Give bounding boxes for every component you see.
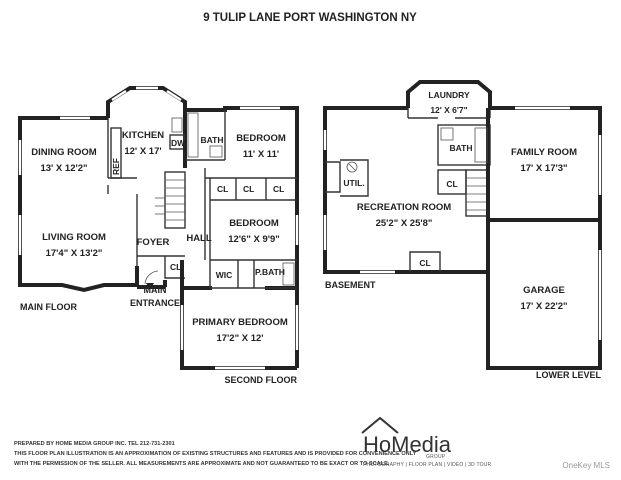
foyer-label: FOYER [137,237,170,248]
dishwasher [169,134,185,150]
disclaimer-line3: WITH THE PERMISSION OF THE SELLER. ALL M… [14,461,390,467]
shower [282,262,295,286]
bedroom1-size: 11' X 11' [243,149,279,160]
water-heater-mark [348,163,356,171]
main-floor-walls [18,86,187,293]
basement-stairs [466,177,488,211]
stove [171,117,183,133]
vanity [209,145,223,158]
laundry-name: LAUNDRY [428,90,470,100]
lower-bath-sink [440,127,454,141]
wic-label: WIC [216,270,233,280]
refrigerator [110,127,122,179]
homedia-logo: HoMedia GROUP PHOTOGRAPHY | FLOOR PLAN |… [361,416,492,468]
util-label: UTIL. [343,178,364,188]
closet-label-1: CL [217,184,228,194]
hall-label: HALL [186,233,212,244]
dw-label: DW [171,138,186,148]
second-floor-label: SECOND FLOOR [224,375,297,385]
brand-tagline: PHOTOGRAPHY | FLOOR PLAN | VIDEO | 3D TO… [363,462,492,468]
living-room-size: 17'4" X 13'2" [46,248,103,259]
bath-label: BATH [201,135,224,145]
lower-level-label: LOWER LEVEL [536,370,602,380]
entrance-arrow-icon [146,283,154,290]
dining-room-size: 13' X 12'2" [40,163,87,174]
basement-windows [323,106,602,340]
tub [187,112,199,158]
watermark: OneKey MLS [562,461,610,470]
water-heater-icon [346,161,358,173]
foyer-closet-label: CL [170,262,181,272]
family-room-size: 17' X 17'3" [520,163,567,174]
bedroom1-name: BEDROOM [236,133,286,144]
ref-label: REF [111,158,121,175]
basement-closet-label: CL [419,258,430,268]
dining-room-name: DINING ROOM [31,147,97,158]
main-entrance-line2: ENTRANCE [130,298,180,308]
closet-label-2: CL [243,184,254,194]
laundry-size: 12' X 6'7" [430,105,467,115]
garage-size: 17' X 22'2" [520,301,567,312]
plan-title: 9 TULIP LANE PORT WASHINGTON NY [203,12,417,24]
family-room-name: FAMILY ROOM [511,147,577,158]
lower-closet-label: CL [446,179,457,189]
disclaimer-line1: PREPARED BY HOME MEDIA GROUP INC. TEL 21… [14,441,175,447]
brand-name: HoMedia [363,432,452,457]
closet-label-3: CL [273,184,284,194]
living-room-name: LIVING ROOM [42,232,106,243]
second-floor-windows [180,106,299,370]
kitchen-size: 12' X 17' [124,146,161,157]
basement-label: BASEMENT [325,280,376,290]
pbath-label: P.BATH [255,267,285,277]
brand-group: GROUP [426,454,446,460]
bedroom2-size: 12'6" X 9'9" [228,234,280,245]
bedroom2-name: BEDROOM [229,218,279,229]
recreation-room-size: 25'2" X 25'8" [376,218,433,229]
main-floor-label: MAIN FLOOR [20,302,77,312]
lower-bath-label: BATH [450,143,473,153]
main-floor-windows [18,86,182,255]
recreation-room-name: RECREATION ROOM [357,202,451,213]
kitchen-name: KITCHEN [122,130,164,141]
main-floor-stairs [155,179,185,221]
disclaimer-line2: THIS FLOOR PLAN ILLUSTRATION IS AN APPRO… [14,451,417,457]
primary-bedroom-name: PRIMARY BEDROOM [192,317,288,328]
lower-bath-shower [474,127,488,163]
entrance-door-swing [144,270,159,285]
main-entrance-line1: MAIN [144,285,167,295]
primary-bedroom-size: 17'2" X 12' [216,333,263,344]
garage-name: GARAGE [523,285,565,296]
